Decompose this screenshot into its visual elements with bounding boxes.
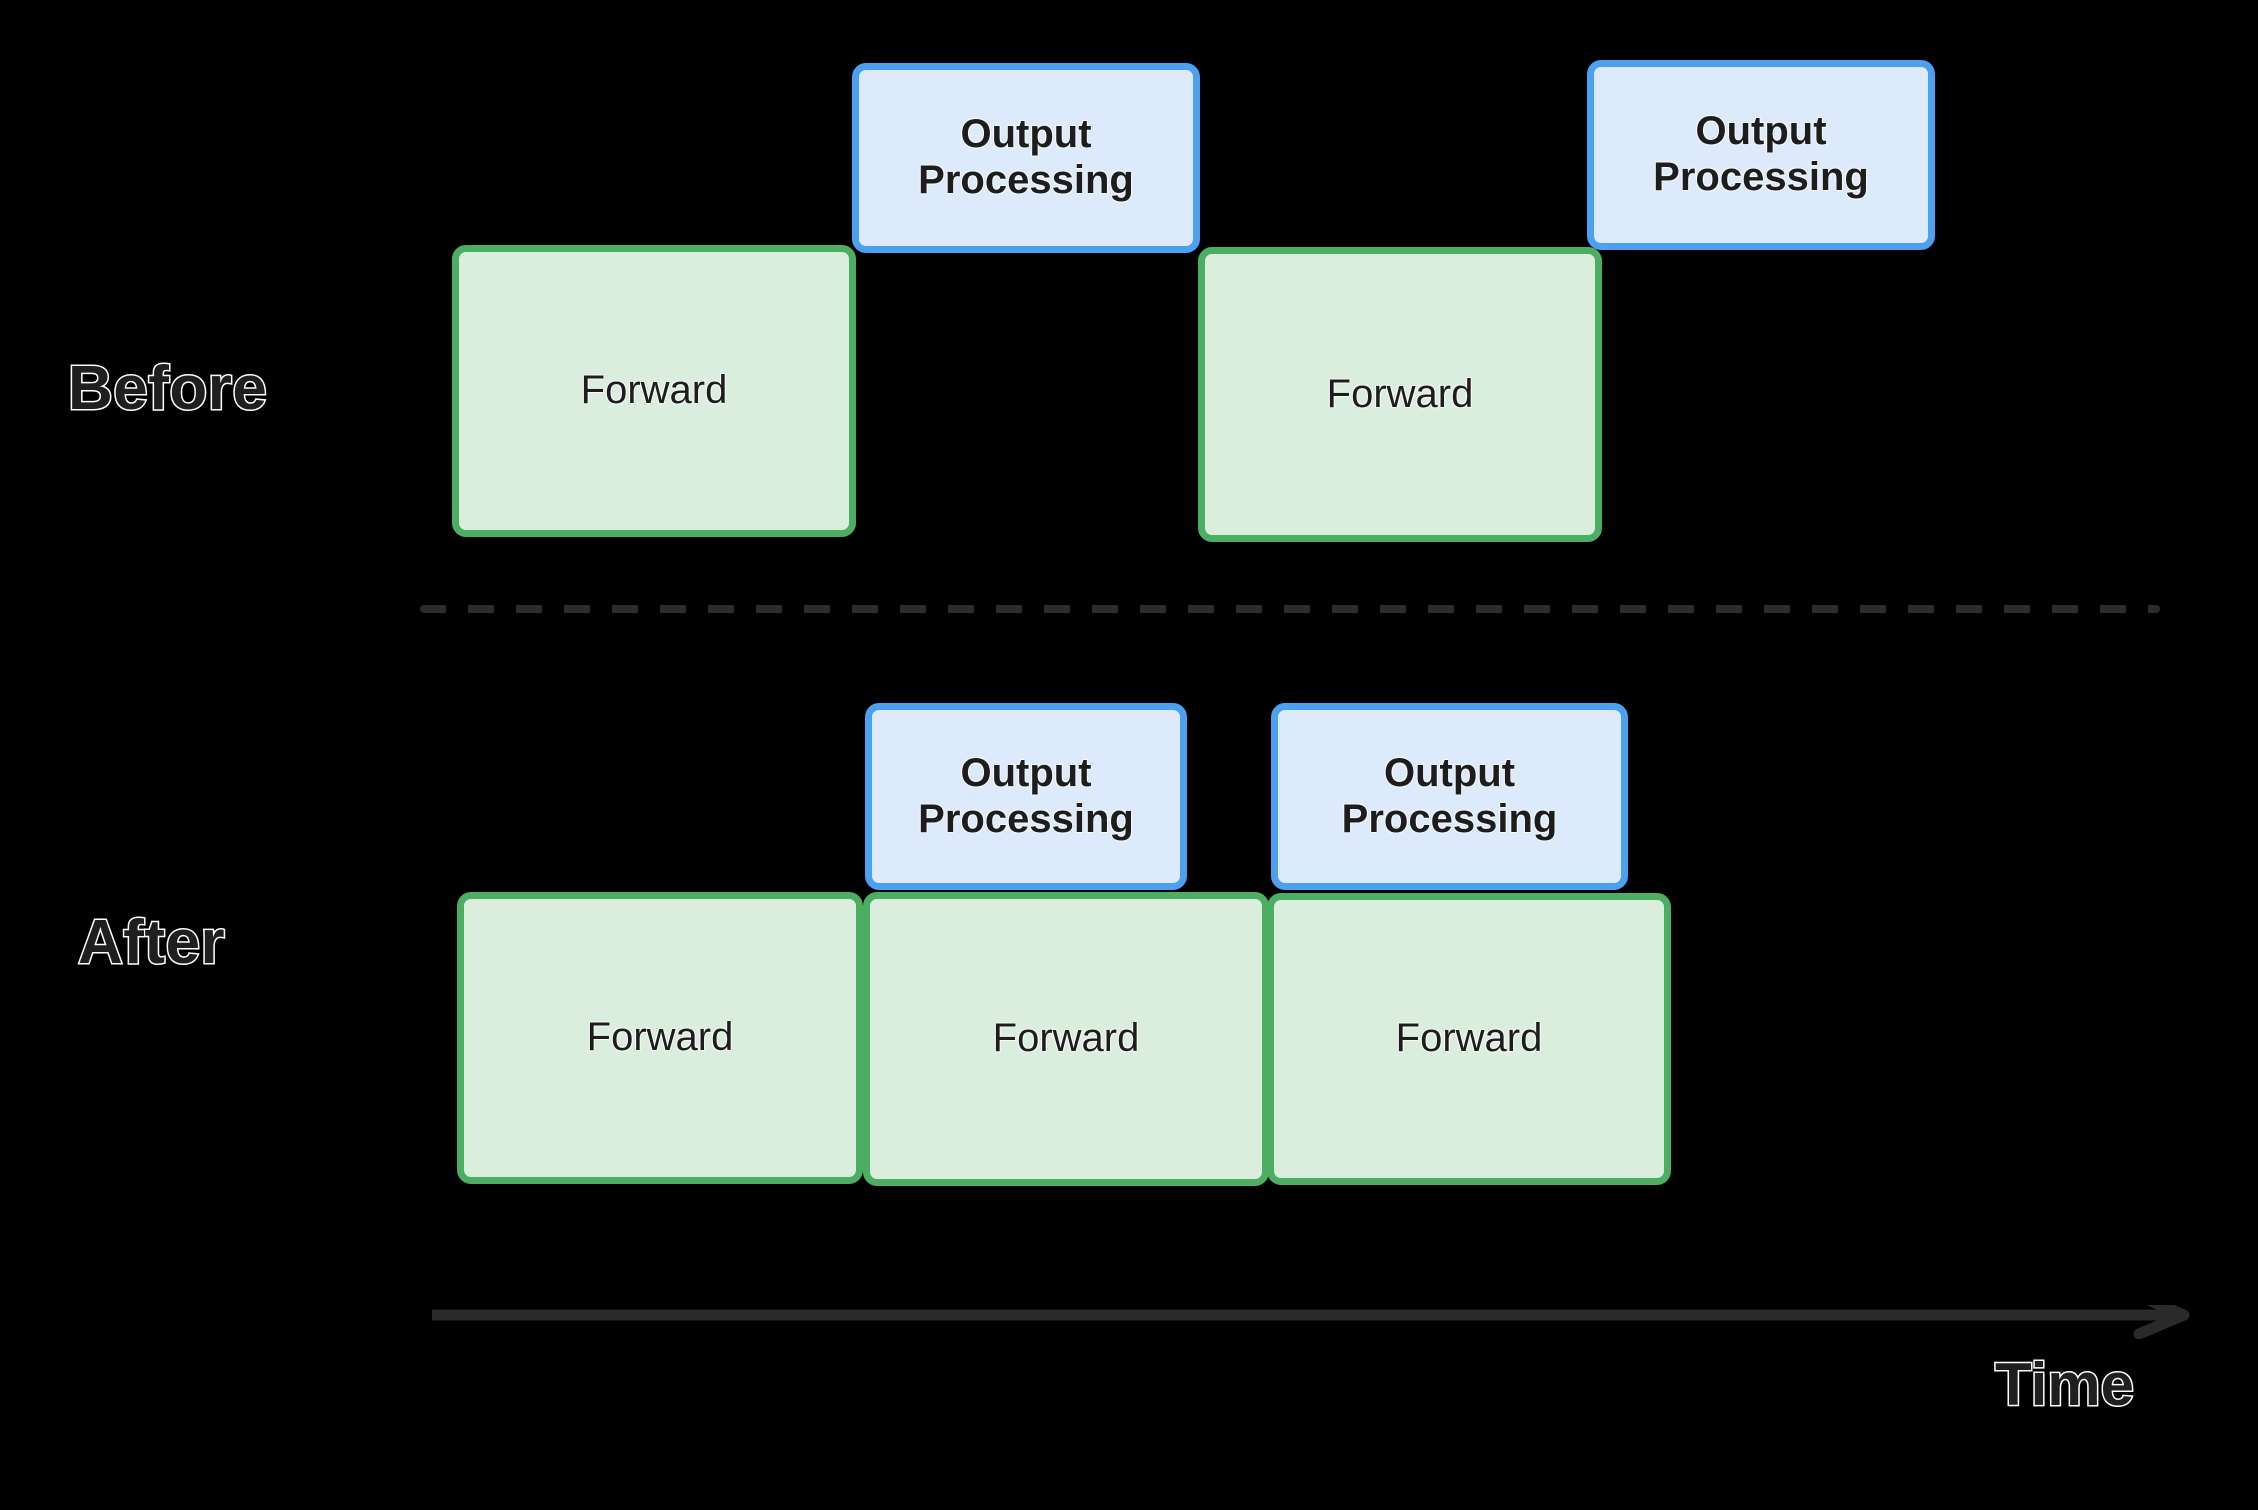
block-label-line1: Output [1383, 750, 1516, 795]
before-output-processing-block-1: Output Processing [852, 63, 1200, 253]
block-label-line2: Processing [918, 158, 1134, 202]
block-label-line1: Forward [992, 1016, 1140, 1061]
before-forward-block-1: Forward [452, 245, 856, 537]
after-forward-block-1: Forward [457, 892, 863, 1184]
block-label-line2: Processing [1653, 155, 1869, 199]
block-label: Forward [573, 368, 736, 414]
before-output-processing-block-2: Output Processing [1587, 60, 1935, 250]
time-axis-arrow [432, 1305, 2192, 1339]
block-label: Output Processing [910, 751, 1142, 842]
block-label-line1: Forward [580, 368, 728, 413]
block-label-line1: Forward [1326, 371, 1474, 416]
after-output-processing-block-1: Output Processing [865, 703, 1187, 890]
row-label-before: Before [66, 354, 268, 423]
block-label-line1: Output [960, 750, 1092, 795]
after-forward-block-3: Forward [1267, 893, 1671, 1185]
section-divider-dashed-line [420, 605, 2160, 613]
block-label-line2: Processing [1341, 796, 1558, 841]
block-label-line1: Forward [586, 1015, 734, 1060]
after-forward-block-2: Forward [863, 892, 1269, 1186]
block-label: Forward [579, 1015, 742, 1061]
before-forward-block-2: Forward [1198, 247, 1602, 542]
block-label-line2: Processing [918, 796, 1134, 841]
time-axis-label: Time [1994, 1351, 2136, 1418]
block-label: Output Processing [1645, 109, 1877, 200]
after-output-processing-block-2: Output Processing [1271, 703, 1628, 890]
block-label: Forward [1388, 1016, 1551, 1062]
block-label-line1: Output [960, 112, 1092, 157]
block-label-line1: Forward [1395, 1016, 1543, 1061]
block-label: Output Processing [1334, 751, 1566, 842]
block-label-line1: Output [1695, 109, 1827, 154]
row-label-after: After [76, 908, 226, 977]
block-label: Forward [1319, 372, 1482, 418]
arrow-right-icon [432, 1305, 2190, 1339]
block-label: Output Processing [910, 112, 1142, 203]
block-label: Forward [985, 1016, 1148, 1062]
